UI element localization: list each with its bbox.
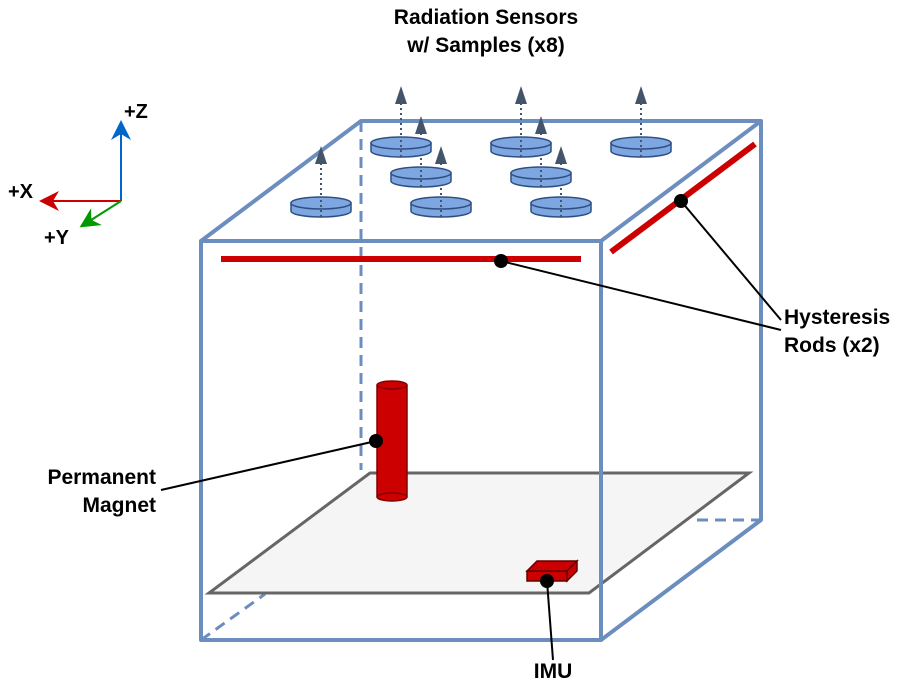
- hysteresis-label-line1: Hysteresis: [784, 306, 890, 329]
- y-axis-arrow: [79, 200, 122, 228]
- sensor-arrows: [320, 100, 642, 205]
- callout-lines: [160, 200, 782, 661]
- magnet-label-line1: Permanent: [47, 466, 156, 489]
- radiation-sensor: [390, 166, 452, 188]
- sensor-arrow-through: [320, 137, 642, 217]
- radiation-sensor: [410, 196, 472, 218]
- radiation-sensors: [290, 136, 672, 218]
- sensor-arrowheads: [315, 86, 647, 164]
- axis-triad: +Z +X +Y: [8, 101, 148, 249]
- radiation-sensor: [490, 136, 552, 158]
- interior-plate: [204, 471, 754, 595]
- radiation-sensor: [370, 136, 432, 158]
- hysteresis-label-line2: Rods (x2): [784, 334, 880, 357]
- radiation-sensor: [290, 196, 352, 218]
- radiation-sensor: [610, 136, 672, 158]
- z-axis-label: +Z: [124, 101, 148, 123]
- callout-dots: [369, 194, 688, 588]
- x-axis-label: +X: [8, 181, 34, 203]
- sensors-title-line1: Radiation Sensors: [394, 6, 578, 29]
- magnet-label-line2: Magnet: [83, 494, 157, 517]
- radiation-sensor: [530, 196, 592, 218]
- radiation-sensor: [510, 166, 572, 188]
- imu-label: IMU: [534, 660, 573, 683]
- sensors-title-line2: w/ Samples (x8): [406, 34, 565, 57]
- cube-hidden-edges: [200, 121, 761, 642]
- cube-visible-edges: [199, 119, 763, 642]
- y-axis-label: +Y: [44, 227, 70, 249]
